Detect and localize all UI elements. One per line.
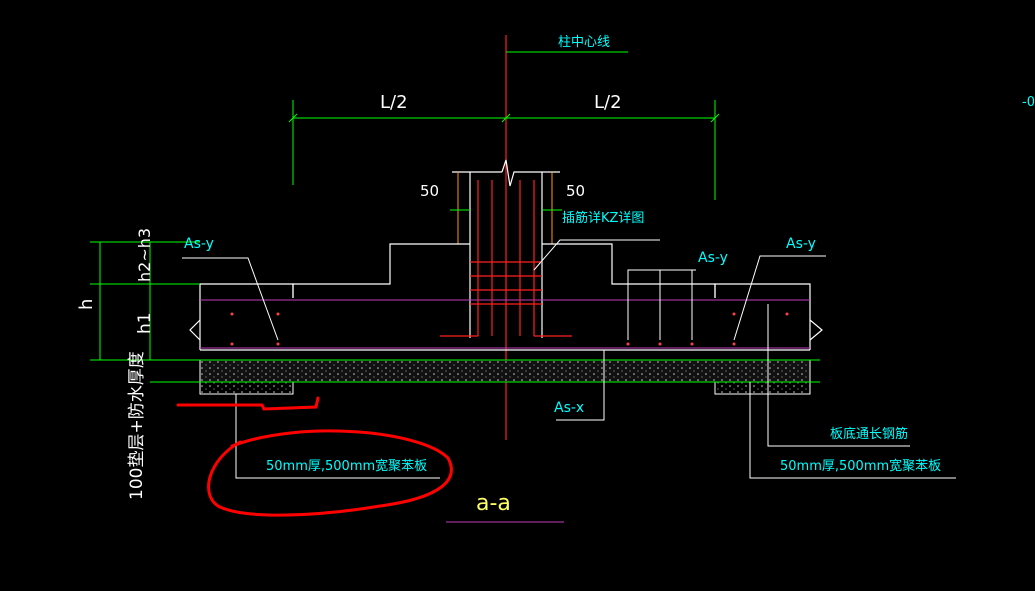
half-span-dimension — [288, 100, 720, 200]
leader-lines — [182, 239, 956, 479]
board-left-label: 50mm厚,500mm宽聚苯板 — [266, 458, 427, 474]
offset-right-label: 50 — [566, 182, 585, 200]
foundation-outline — [189, 243, 823, 351]
rebar-y-right-label: As-y — [786, 236, 816, 252]
slab-bottom-note: 板底通长钢筋 — [830, 426, 908, 442]
depth-h2-h3-label: h2~h3 — [135, 228, 154, 282]
section-title: a-a — [476, 491, 511, 516]
edge-fragment: -0 — [1022, 95, 1035, 110]
column — [452, 159, 560, 338]
rebar-y-mid-label: As-y — [698, 250, 728, 266]
rebar-x-label: As-x — [554, 400, 584, 416]
level-lines — [90, 241, 820, 383]
centerline-label: 柱中心线 — [558, 35, 610, 50]
cushion-note: 100垫层+防水厚度 — [127, 351, 147, 500]
dowel-note: 插筋详KZ详图 — [562, 210, 644, 226]
depth-h-label: h — [76, 299, 97, 310]
half-span-right-label: L/2 — [594, 92, 622, 113]
slab-rebar-lines — [200, 299, 810, 349]
half-span-left-label: L/2 — [380, 92, 408, 113]
board-right-label: 50mm厚,500mm宽聚苯板 — [780, 458, 941, 474]
depth-h1-label: h1 — [135, 312, 155, 334]
rebar-y-left-label: As-y — [184, 236, 214, 252]
cushion-layer — [199, 359, 811, 395]
rebar-points — [230, 312, 789, 346]
column-dowels — [440, 180, 572, 337]
red-markup — [176, 396, 453, 517]
offset-left-label: 50 — [420, 182, 439, 200]
offset-dimensions — [450, 172, 562, 244]
